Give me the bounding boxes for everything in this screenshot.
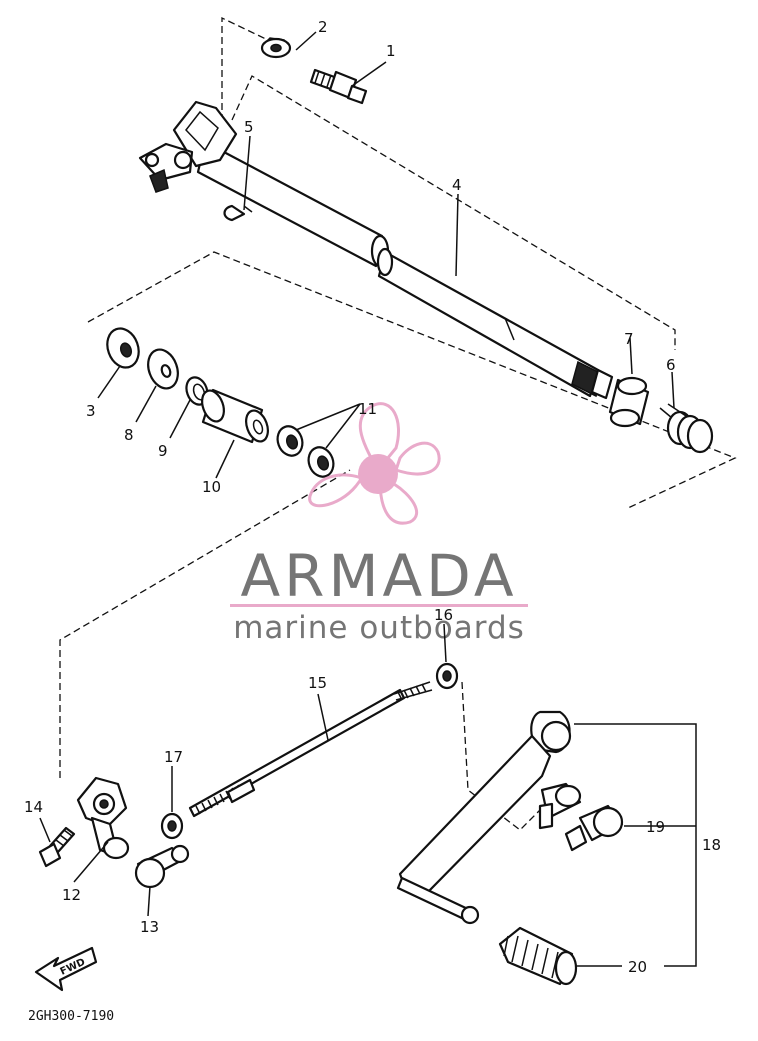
callout-12: 12 (62, 886, 81, 904)
joint-13 (134, 844, 190, 889)
spring-6 (659, 403, 714, 454)
callout-17: 17 (164, 748, 183, 766)
callout-7: 7 (624, 330, 634, 348)
watermark: ARMADA marine outboards (230, 402, 528, 646)
joint-19 (564, 804, 624, 852)
callout-11: 11 (358, 400, 377, 418)
callout-15: 15 (308, 674, 327, 692)
callout-6: 6 (666, 356, 676, 374)
callout-2: 2 (318, 18, 328, 36)
shift-pedal-18 (396, 710, 582, 925)
nut-17 (160, 812, 184, 840)
callout-14: 14 (24, 798, 43, 816)
callout-18: 18 (702, 836, 721, 854)
leader-lines (39, 31, 697, 967)
pedal-rubber-20 (498, 926, 578, 986)
collar-7 (608, 376, 650, 428)
fwd-arrow-icon: FWD (34, 946, 98, 992)
nut-16 (435, 662, 459, 690)
assembly-outline (59, 16, 737, 831)
callout-13: 13 (140, 918, 159, 936)
shift-rod-15 (188, 681, 433, 818)
propeller-logo (308, 402, 441, 525)
shift-arm (138, 100, 238, 193)
callout-19: 19 (646, 818, 665, 836)
circlip-5 (223, 204, 253, 222)
bushing-10 (201, 388, 269, 444)
nut-2 (260, 37, 292, 59)
callout-1: 1 (386, 42, 396, 60)
bolt-1 (309, 68, 368, 105)
callout-8: 8 (124, 426, 134, 444)
bolt-14 (38, 826, 76, 868)
callout-3: 3 (86, 402, 96, 420)
callout-4: 4 (452, 176, 462, 194)
callout-20: 20 (628, 958, 647, 976)
watermark-tagline: marine outboards (233, 610, 525, 646)
shift-shaft (196, 140, 614, 400)
callout-9: 9 (158, 442, 168, 460)
washer-8 (147, 348, 179, 390)
callout-5: 5 (244, 118, 254, 136)
oil-seal-11a (276, 425, 304, 457)
oil-seal-11b (307, 446, 335, 478)
callout-16: 16 (434, 606, 453, 624)
callouts: 1 2 3 4 5 6 7 8 9 10 11 12 13 14 15 16 1… (24, 18, 721, 976)
shift-arm-12 (76, 776, 130, 860)
watermark-rule (230, 604, 528, 607)
washer-3 (106, 327, 140, 369)
reference-code: 2GH300-7190 (28, 1009, 114, 1024)
watermark-brand: ARMADA (240, 542, 517, 610)
callout-10: 10 (202, 478, 221, 496)
